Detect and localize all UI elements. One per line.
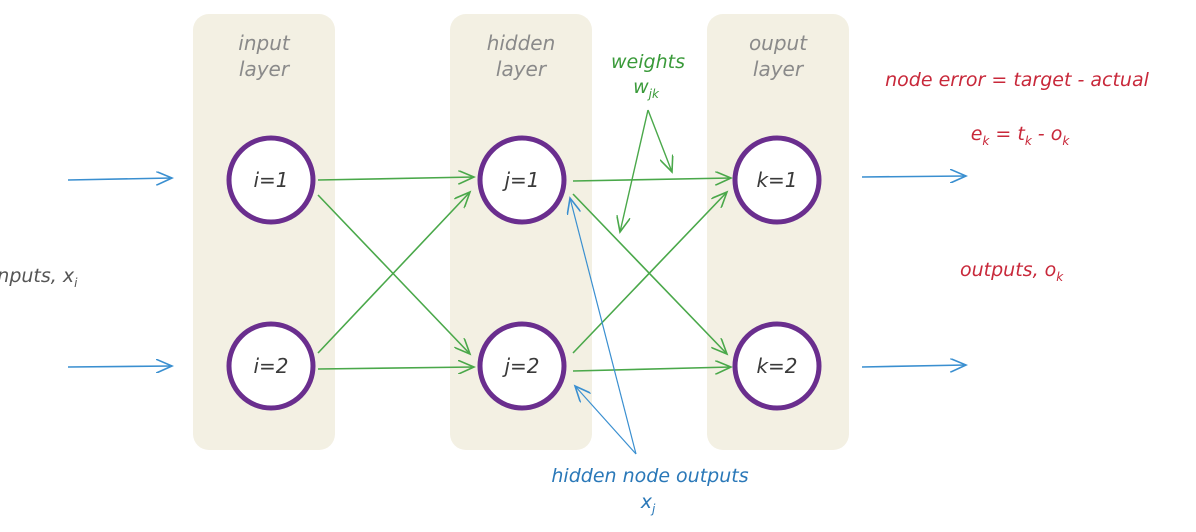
outputs-annotation: outputs, ok (960, 259, 1064, 284)
hidden-outputs-symbol-x: x (640, 491, 653, 513)
error-formula: ek = tk - ok (971, 123, 1071, 148)
inputs-text: inputs, x (0, 265, 75, 287)
error-formula-o: o (1051, 123, 1063, 145)
node-j2: j=2 (477, 321, 567, 411)
error-formula-minus: - (1032, 123, 1051, 145)
input-layer-label-line2: layer (239, 57, 291, 81)
error-formula-t-sub: k (1025, 134, 1033, 148)
node-j1: j=1 (477, 135, 567, 225)
error-formula-o-sub: k (1062, 134, 1070, 148)
connection-j1-k1 (572, 178, 731, 181)
node-k2: k=2 (732, 321, 822, 411)
hidden-layer-label-line1: hidden (487, 31, 556, 55)
weights-symbol: wjk (633, 76, 660, 101)
inputs-annotation: inputs, xi (0, 265, 78, 290)
outputs-subscript: k (1056, 270, 1064, 284)
error-formula-t: t (1017, 123, 1026, 145)
hidden-output-pointer-2 (575, 386, 637, 455)
connection-j1-k2 (572, 193, 727, 354)
input-layer-label-line1: input (238, 31, 291, 55)
error-formula-eq: = (989, 123, 1017, 145)
input-arrow-2 (67, 366, 172, 367)
node-k1: k=1 (732, 135, 822, 225)
node-k1-label: k=1 (756, 168, 797, 192)
connection-j2-k1 (572, 192, 727, 354)
node-i1-label: i=1 (253, 168, 288, 192)
connection-i1-j2 (317, 194, 470, 354)
connection-i2-j2 (317, 367, 474, 369)
error-formula-e: e (971, 123, 983, 145)
hidden-output-pointer-1 (570, 198, 637, 455)
output-arrow-1 (861, 176, 966, 177)
output-arrow-2 (861, 365, 966, 367)
outputs-text: outputs, o (960, 259, 1056, 281)
node-k2-label: k=2 (756, 354, 797, 378)
hidden-outputs-label: hidden node outputs (551, 465, 748, 487)
connection-j2-k2 (572, 367, 731, 371)
output-layer-label-line2: layer (753, 57, 805, 81)
weights-pointer-1 (620, 109, 649, 232)
hidden-outputs-symbol-subscript: j (650, 502, 656, 516)
node-i1: i=1 (226, 135, 316, 225)
inputs-subscript: i (74, 276, 78, 290)
node-j2-label: j=2 (501, 354, 539, 378)
node-i2-label: i=2 (253, 354, 288, 378)
connection-i1-j1 (317, 177, 474, 180)
input-arrow-1 (67, 178, 172, 180)
weights-symbol-w: w (633, 76, 649, 98)
weights-label: weights (611, 51, 685, 73)
connection-i2-j1 (317, 192, 470, 354)
node-error-label: node error = target - actual (885, 69, 1149, 91)
hidden-outputs-symbol: xj (640, 491, 656, 516)
weights-symbol-subscript: jk (647, 87, 660, 101)
hidden-layer-label-line2: layer (496, 57, 548, 81)
output-layer-label-line1: ouput (749, 31, 808, 55)
error-formula-e-sub: k (982, 134, 990, 148)
weights-pointer-2 (647, 109, 672, 172)
node-i2: i=2 (226, 321, 316, 411)
node-j1-label: j=1 (501, 168, 539, 192)
